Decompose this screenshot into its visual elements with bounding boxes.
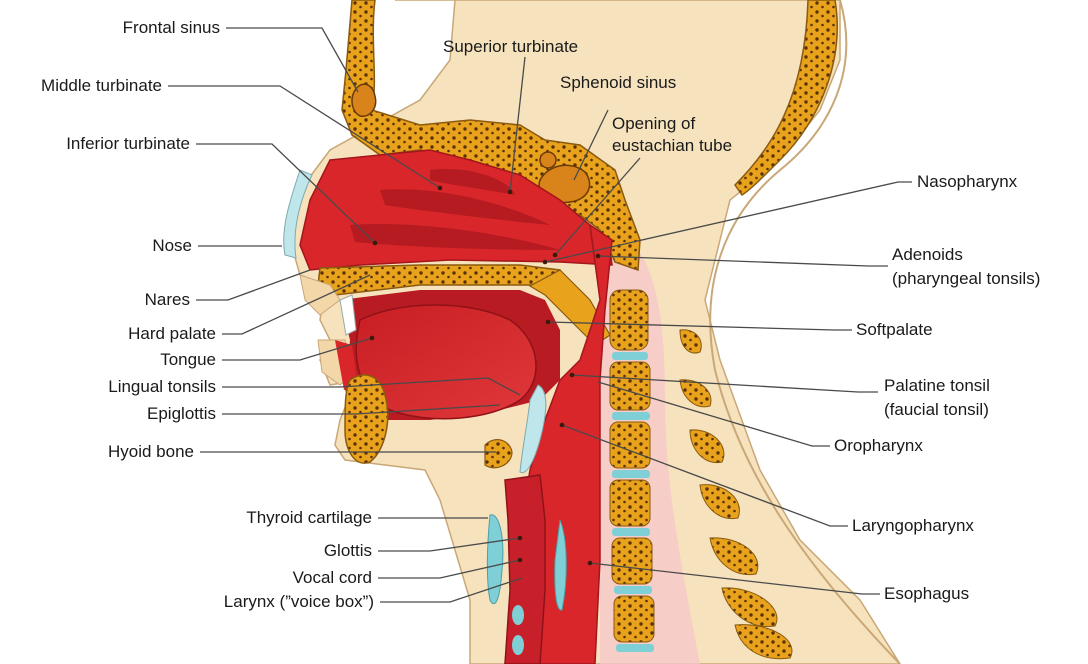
label-adenoids-1: Adenoids bbox=[892, 244, 963, 266]
label-larynx: Larynx (”voice box”) bbox=[150, 591, 374, 613]
label-hyoid-bone: Hyoid bone bbox=[40, 441, 194, 463]
label-hard-palate: Hard palate bbox=[40, 323, 216, 345]
label-opening-eustachian-1: Opening of bbox=[612, 113, 695, 135]
label-inferior-turbinate: Inferior turbinate bbox=[0, 133, 190, 155]
label-epiglottis: Epiglottis bbox=[40, 403, 216, 425]
label-adenoids-2: (pharyngeal tonsils) bbox=[892, 268, 1040, 290]
label-palatine-2: (faucial tonsil) bbox=[884, 399, 989, 421]
label-nasopharynx: Nasopharynx bbox=[917, 171, 1017, 193]
label-opening-eustachian-2: eustachian tube bbox=[612, 135, 732, 157]
label-glottis: Glottis bbox=[160, 540, 372, 562]
larynx bbox=[505, 475, 545, 664]
label-oropharynx: Oropharynx bbox=[834, 435, 923, 457]
label-middle-turbinate: Middle turbinate bbox=[0, 75, 162, 97]
label-tongue: Tongue bbox=[40, 349, 216, 371]
label-thyroid-cartilage: Thyroid cartilage bbox=[160, 507, 372, 529]
label-palatine-1: Palatine tonsil bbox=[884, 375, 990, 397]
label-esophagus: Esophagus bbox=[884, 583, 969, 605]
label-superior-turbinate: Superior turbinate bbox=[443, 36, 578, 58]
label-sphenoid-sinus: Sphenoid sinus bbox=[560, 72, 676, 94]
label-nares: Nares bbox=[80, 289, 190, 311]
label-frontal-sinus: Frontal sinus bbox=[40, 17, 220, 39]
label-nose: Nose bbox=[80, 235, 192, 257]
label-laryngopharynx: Laryngopharynx bbox=[852, 515, 974, 537]
label-lingual-tonsils: Lingual tonsils bbox=[20, 376, 216, 398]
label-softpalate: Softpalate bbox=[856, 319, 933, 341]
label-vocal-cord: Vocal cord bbox=[160, 567, 372, 589]
